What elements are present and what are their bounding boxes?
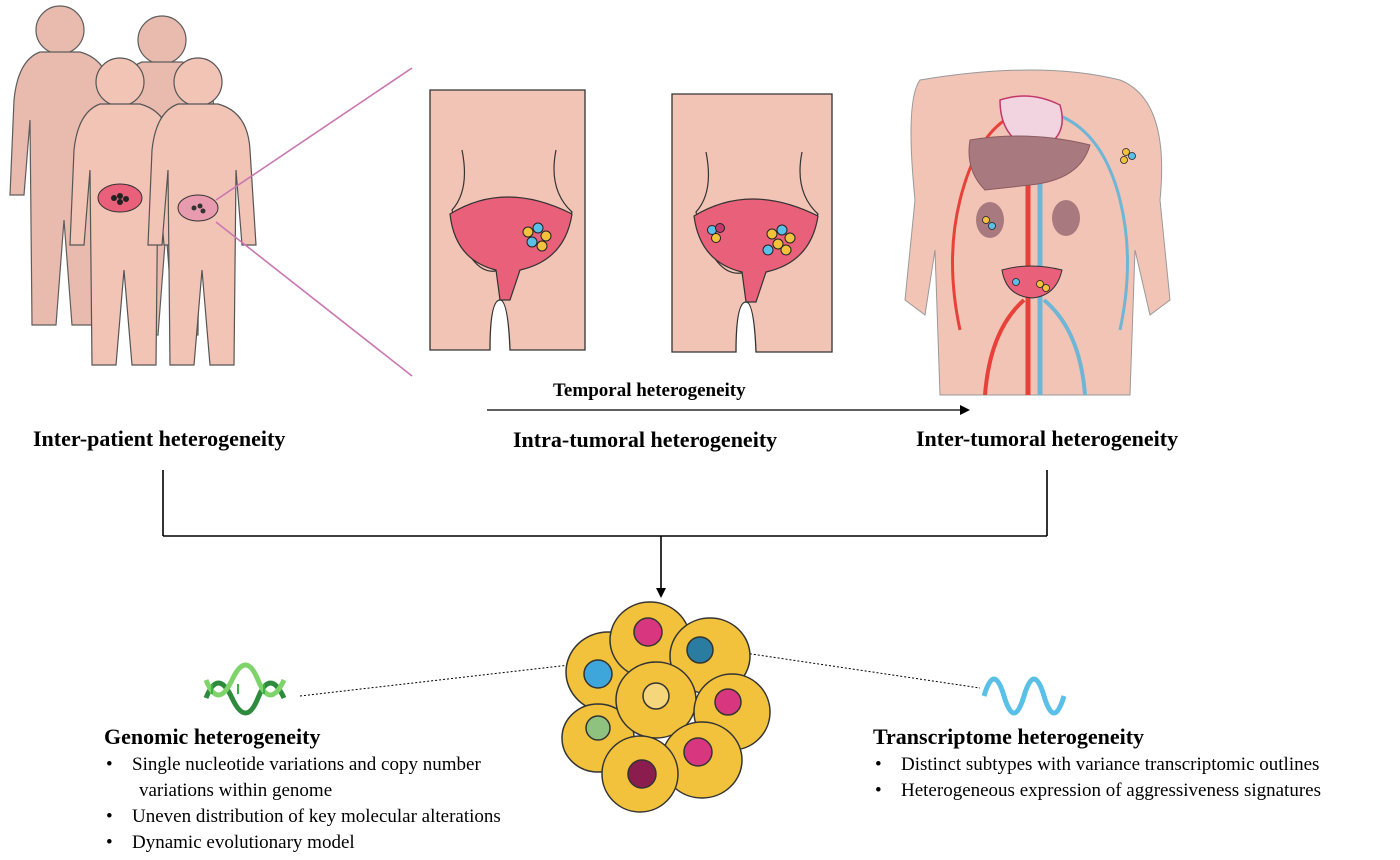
label-temporal: Temporal heterogeneity (553, 380, 746, 401)
transcriptome-bullet: Heterogeneous expression of aggressivene… (873, 778, 1400, 804)
patients-illustration (9, 5, 257, 366)
transcriptome-bullet: Distinct subtypes with variance transcri… (873, 752, 1400, 778)
transcriptome-title: Transcriptome heterogeneity (873, 724, 1145, 749)
genomic-bullet: Single nucleotide variations and copy nu… (104, 752, 574, 778)
tumor-cell-cluster (561, 601, 771, 813)
dotted-connector-right (737, 651, 981, 689)
dotted-connector-left (299, 663, 579, 697)
heading-inter-tumoral: Inter-tumoral heterogeneity (916, 426, 1179, 451)
heading-intra-tumoral: Intra-tumoral heterogeneity (513, 427, 778, 452)
genomic-bullet-continuation: variations within genome (139, 780, 333, 801)
body-vasculature-illustration (904, 69, 1171, 396)
genomic-section: Genomic heterogeneity Single nucleotide … (104, 724, 574, 856)
bracket-connector (162, 470, 1048, 590)
genomic-title: Genomic heterogeneity (104, 724, 321, 749)
rna-icon (981, 676, 1067, 716)
heading-inter-patient: Inter-patient heterogeneity (33, 426, 286, 451)
pelvis-illustration-2 (671, 93, 833, 353)
zoom-line-top (215, 67, 413, 201)
pelvis-illustration-1 (429, 89, 586, 351)
zoom-line-bottom (215, 221, 413, 377)
genomic-bullet: Uneven distribution of key molecular alt… (104, 804, 574, 830)
dna-icon (203, 662, 287, 716)
genomic-bullet: Dynamic evolutionary model (104, 830, 574, 856)
transcriptome-section: Transcriptome heterogeneity Distinct sub… (873, 724, 1400, 804)
temporal-arrowhead (960, 405, 970, 415)
down-arrowhead (656, 588, 666, 598)
